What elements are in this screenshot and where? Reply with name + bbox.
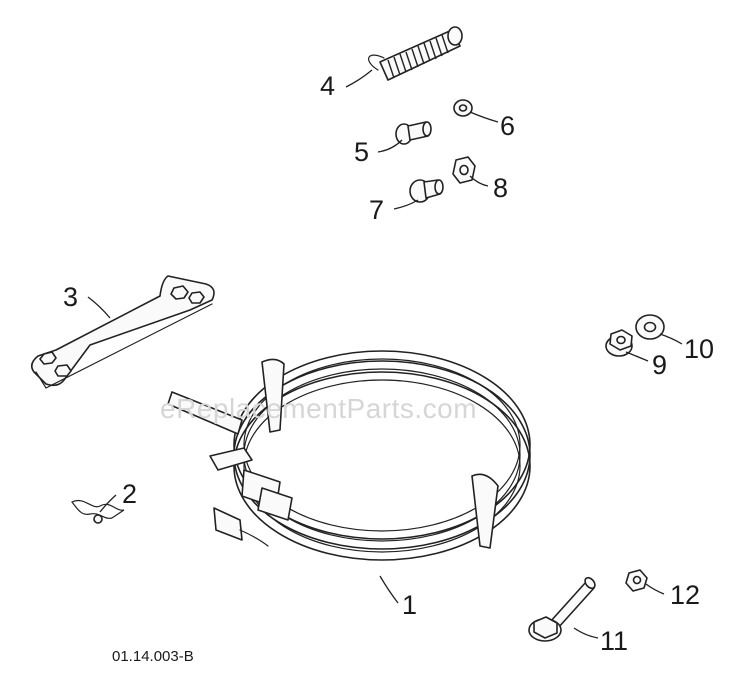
part-3-bracket [30, 275, 215, 389]
callout-10: 10 [684, 334, 714, 364]
document-id: 01.14.003-B [112, 648, 194, 665]
part-10-washer [635, 314, 665, 340]
callout-2: 2 [122, 479, 137, 509]
callout-11: 11 [600, 626, 628, 656]
callout-5: 5 [354, 137, 369, 167]
watermark: eReplacementParts.com [160, 393, 477, 424]
part-6-washer [453, 99, 473, 117]
part-8-nut [452, 156, 476, 184]
part-2-hairpin-clip [71, 500, 125, 524]
callout-7: 7 [369, 195, 384, 225]
callout-8: 8 [493, 173, 508, 203]
callout-12: 12 [670, 580, 700, 610]
part-5-bolt [395, 121, 432, 145]
part-1-heater-coil [167, 350, 531, 561]
part-9-flange-nut [605, 329, 633, 357]
leader-lines [87, 69, 683, 639]
part-7-rivet [409, 179, 444, 203]
part-11-bolt [528, 576, 596, 642]
callout-3: 3 [63, 282, 78, 312]
callout-4: 4 [320, 71, 335, 101]
part-4-spring [368, 26, 463, 81]
part-12-nut [625, 569, 648, 592]
callout-6: 6 [500, 111, 515, 141]
callout-1: 1 [402, 590, 417, 620]
callout-9: 9 [652, 350, 667, 380]
